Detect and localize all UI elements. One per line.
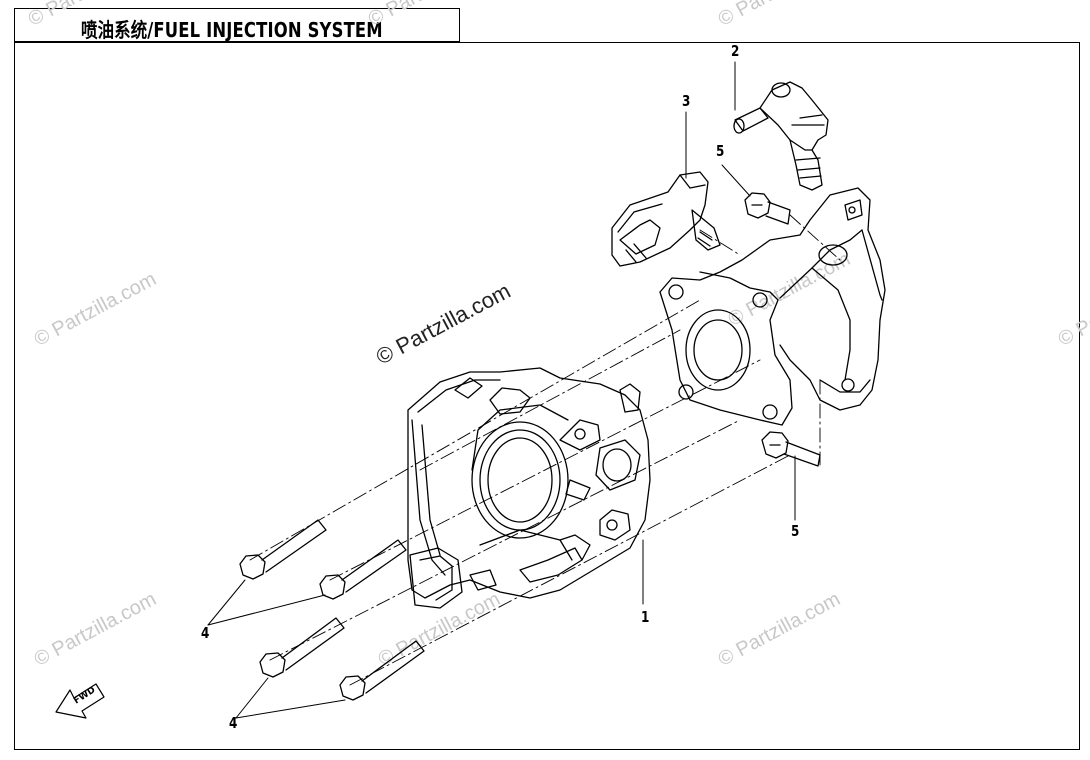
callout-part-1: 1 [641, 608, 650, 626]
intake-manifold [659, 187, 886, 426]
leader-lines [207, 61, 796, 719]
callout-part-2: 2 [731, 42, 740, 60]
callout-part-5-upper: 5 [716, 142, 725, 160]
long-bolt-3 [259, 617, 345, 678]
throttle-body-part [407, 367, 651, 609]
sensor-part [611, 171, 721, 267]
long-bolt-2 [319, 539, 407, 600]
callout-part-4-upper: 4 [201, 624, 210, 642]
bolt-lower [761, 431, 821, 467]
alignment-lines [249, 214, 841, 686]
callout-part-5-lower: 5 [791, 522, 800, 540]
callout-part-4-lower: 4 [229, 714, 238, 732]
bolt-upper [744, 192, 791, 225]
title-box: 喷油系统/FUEL INJECTION SYSTEM [14, 8, 460, 42]
long-bolt-1 [239, 519, 327, 580]
diagram-title: 喷油系统/FUEL INJECTION SYSTEM [81, 18, 383, 42]
fwd-arrow-icon [55, 683, 105, 719]
fuel-injector-part [733, 81, 829, 191]
diagram-frame [14, 42, 1080, 750]
callout-part-3: 3 [682, 92, 691, 110]
long-bolt-4 [339, 640, 425, 701]
